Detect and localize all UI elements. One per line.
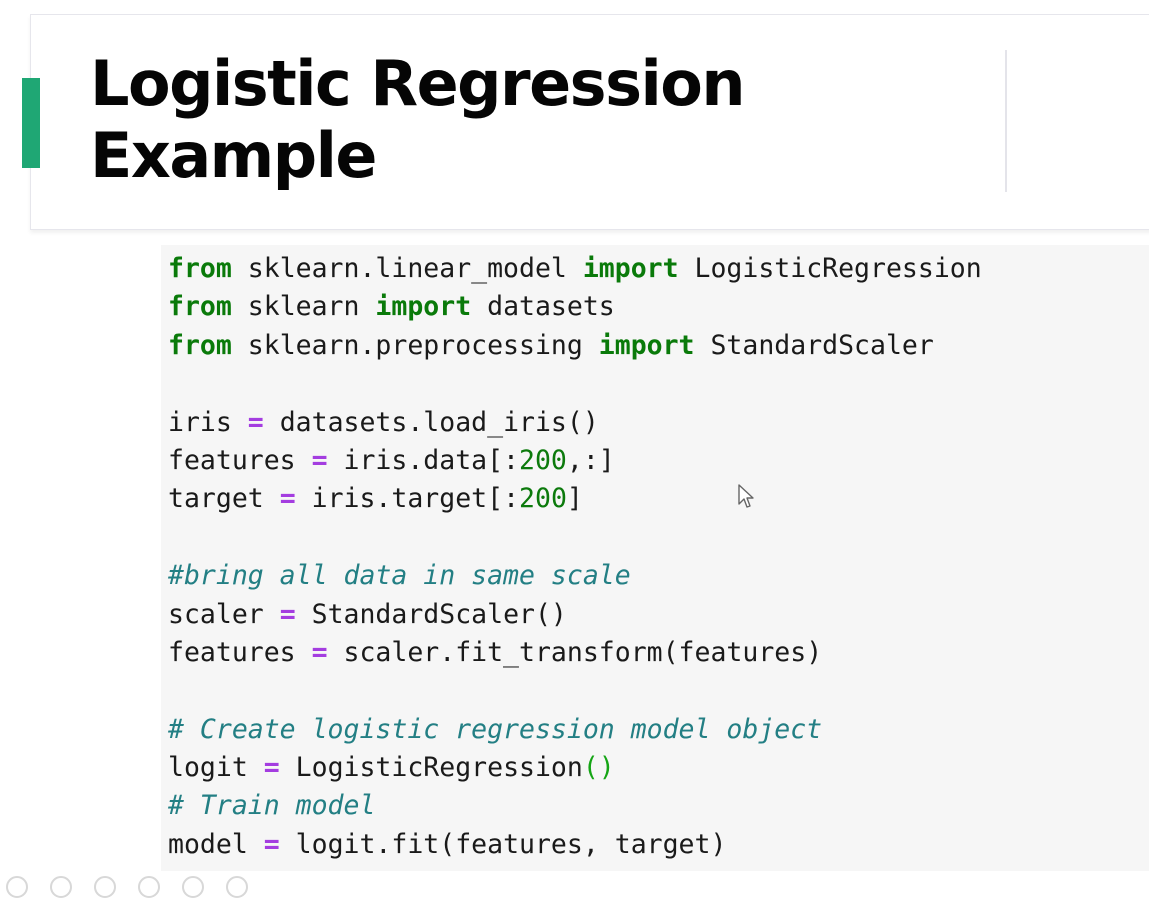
code-keyword: import (598, 329, 695, 361)
code-line: target = iris.target[:200] (168, 480, 982, 518)
code-comment: #bring all data in same scale (168, 560, 631, 592)
code-comment: # Create logistic regression model objec… (168, 713, 823, 745)
code-line: from sklearn import datasets (168, 288, 982, 326)
code-text: model (168, 828, 264, 860)
code-line: iris = datasets.load_iris() (168, 404, 982, 442)
code-comment: # Train model (168, 790, 376, 822)
code-text: logit.fit(features, target) (279, 828, 727, 860)
code-text: sklearn (231, 291, 376, 323)
code-text: LogisticRegression (279, 752, 583, 784)
code-line (168, 519, 982, 557)
code-block[interactable]: from sklearn.linear_model import Logisti… (168, 250, 982, 864)
code-line: model = logit.fit(features, target) (168, 826, 982, 864)
code-line: #bring all data in same scale (168, 557, 982, 595)
code-operator: = (311, 444, 328, 476)
slide-progress-dots (0, 876, 248, 898)
code-keyword: import (375, 291, 472, 323)
progress-dot[interactable] (50, 876, 72, 898)
code-operator: = (263, 752, 280, 784)
code-operator: = (311, 636, 328, 668)
code-text: logit (168, 752, 264, 784)
code-line: features = iris.data[:200,:] (168, 442, 982, 480)
code-line (168, 672, 982, 710)
code-text: datasets (471, 291, 615, 323)
progress-dot[interactable] (226, 876, 248, 898)
accent-bar (22, 78, 40, 168)
code-parens: () (582, 752, 615, 784)
code-operator: = (279, 598, 296, 630)
code-operator: = (279, 483, 296, 515)
code-text: scaler.fit_transform(features) (327, 636, 823, 668)
code-number: 200 (519, 483, 567, 515)
code-text: target (168, 483, 280, 515)
code-text: features (168, 636, 312, 668)
code-text: iris (168, 406, 248, 438)
code-operator: = (247, 406, 264, 438)
code-cell[interactable] (161, 245, 1149, 871)
code-line: from sklearn.linear_model import Logisti… (168, 250, 982, 288)
code-line: # Train model (168, 787, 982, 825)
progress-dot[interactable] (6, 876, 28, 898)
progress-dot[interactable] (182, 876, 204, 898)
code-line: # Create logistic regression model objec… (168, 711, 982, 749)
code-line: scaler = StandardScaler() (168, 596, 982, 634)
code-keyword: from (168, 291, 232, 323)
code-keyword: from (168, 253, 232, 284)
progress-dot[interactable] (138, 876, 160, 898)
code-text: sklearn.linear_model (231, 253, 583, 284)
slide-title: Logistic Regression Example (90, 47, 745, 192)
slide-title-line-2: Example (90, 119, 377, 192)
code-text: LogisticRegression (678, 253, 982, 284)
code-line: features = scaler.fit_transform(features… (168, 634, 982, 672)
code-text: iris.target[: (295, 483, 520, 515)
code-text: ] (566, 483, 583, 515)
code-text: sklearn.preprocessing (231, 329, 599, 361)
vertical-divider (1005, 50, 1007, 192)
code-line: logit = LogisticRegression() (168, 749, 982, 787)
code-text: ,:] (566, 444, 615, 476)
title-card (30, 14, 1149, 230)
code-line (168, 365, 982, 403)
code-text: StandardScaler (694, 329, 934, 361)
code-number: 200 (519, 444, 567, 476)
code-text: datasets.load_iris() (263, 406, 599, 438)
code-line: from sklearn.preprocessing import Standa… (168, 327, 982, 365)
code-operator: = (263, 828, 280, 860)
code-text: scaler (168, 598, 280, 630)
code-text: iris.data[: (327, 444, 520, 476)
mouse-pointer-icon (738, 484, 754, 508)
code-keyword: import (582, 253, 679, 284)
progress-dot[interactable] (94, 876, 116, 898)
slide-title-line-1: Logistic Regression (90, 47, 745, 120)
code-text: StandardScaler() (295, 598, 567, 630)
code-keyword: from (168, 329, 232, 361)
code-text: features (168, 444, 312, 476)
